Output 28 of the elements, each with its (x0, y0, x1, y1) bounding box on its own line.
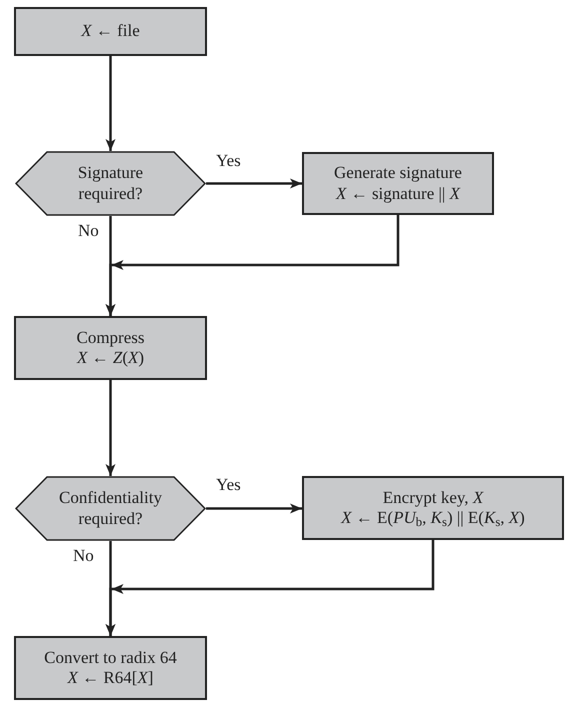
node-text: X ← R64[X] (68, 668, 154, 688)
arrow (106, 380, 116, 476)
arrow (106, 56, 116, 151)
process-box (14, 316, 207, 380)
node-text: Convert to radix 64 (44, 648, 177, 668)
decision-hexagon (15, 476, 206, 541)
node-text: Encrypt key, X (382, 488, 484, 508)
edge-label: No (78, 222, 99, 239)
node-text: X ← E(PU$_{b}$, K$_{s}$) || E(K$_{s}$, X) (341, 508, 525, 528)
edge-label: No (73, 547, 94, 564)
node-text: X ← file (81, 21, 140, 42)
edge-label: Yes (216, 152, 241, 169)
process-box (14, 7, 207, 56)
node-text: X ← signature || X (336, 184, 460, 204)
arrow (206, 504, 302, 514)
process-box (14, 636, 207, 700)
arrow (206, 178, 302, 188)
arrow (106, 540, 434, 636)
process-box (302, 476, 564, 540)
arrow (106, 215, 400, 316)
node-text: Compress (76, 328, 144, 348)
node-text: Confidentiality required? (58, 488, 163, 529)
node-text: Signature required? (76, 163, 144, 204)
edge-label: Yes (216, 476, 241, 493)
node-text: Generate signature (334, 163, 462, 184)
node-text: X ← Z(X) (76, 348, 144, 368)
process-box (302, 152, 494, 215)
decision-hexagon (15, 151, 206, 216)
